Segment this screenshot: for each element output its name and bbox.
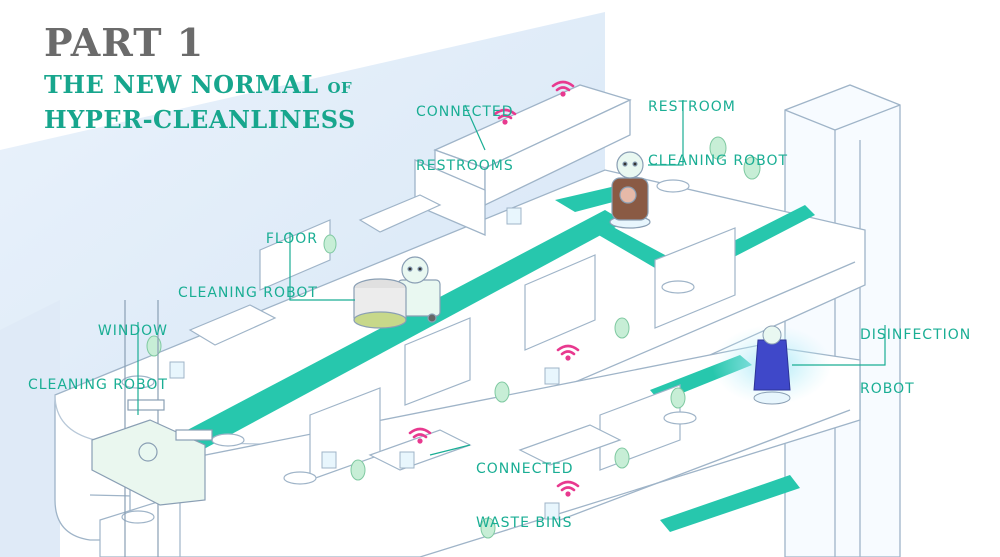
label-line: RESTROOMS (416, 158, 514, 174)
floor-cleaning-robot (353, 256, 441, 329)
waste-bins (169, 207, 560, 520)
label-line: RESTROOM (648, 99, 736, 115)
label-line: ROBOT (860, 381, 915, 397)
subtitle-line-2: HYPER-CLEANLINESS (44, 105, 356, 134)
disinfection-robot (712, 325, 832, 405)
label-floor-cleaning-robot: FLOOR CLEANING ROBOT (176, 194, 318, 320)
label-line: CONNECTED (416, 104, 514, 120)
part-heading: PART 1 (44, 20, 205, 65)
label-line: CONNECTED (476, 461, 574, 477)
subtitle-small: OF (327, 79, 353, 97)
label-connected-restrooms: CONNECTED RESTROOMS (416, 67, 514, 193)
plants (146, 136, 761, 539)
cubicles (99, 179, 736, 557)
subtitle-main: THE NEW NORMAL (44, 70, 319, 99)
label-line: CLEANING ROBOT (177, 285, 318, 301)
label-line: CLEANING ROBOT (27, 377, 168, 393)
label-disinfection-robot: DISINFECTION ROBOT (860, 290, 971, 416)
wifi-icons (408, 80, 580, 497)
glass-wall-left (0, 300, 60, 557)
label-line: WINDOW (97, 323, 168, 339)
restroom-cleaning-robot (609, 151, 651, 229)
subtitle-line-1: THE NEW NORMAL OF (44, 70, 352, 99)
label-line: FLOOR (265, 231, 318, 247)
label-line: WASTE BINS (476, 515, 573, 531)
leader-lines (137, 100, 886, 456)
label-restroom-cleaning-robot: RESTROOM CLEANING ROBOT (648, 62, 788, 188)
label-window-cleaning-robot: WINDOW CLEANING ROBOT (26, 286, 168, 412)
window-cleaning-robot (91, 300, 213, 557)
label-line: CLEANING ROBOT (648, 153, 789, 169)
label-line: DISINFECTION (860, 327, 972, 343)
label-connected-waste-bins: CONNECTED WASTE BINS (476, 424, 574, 550)
